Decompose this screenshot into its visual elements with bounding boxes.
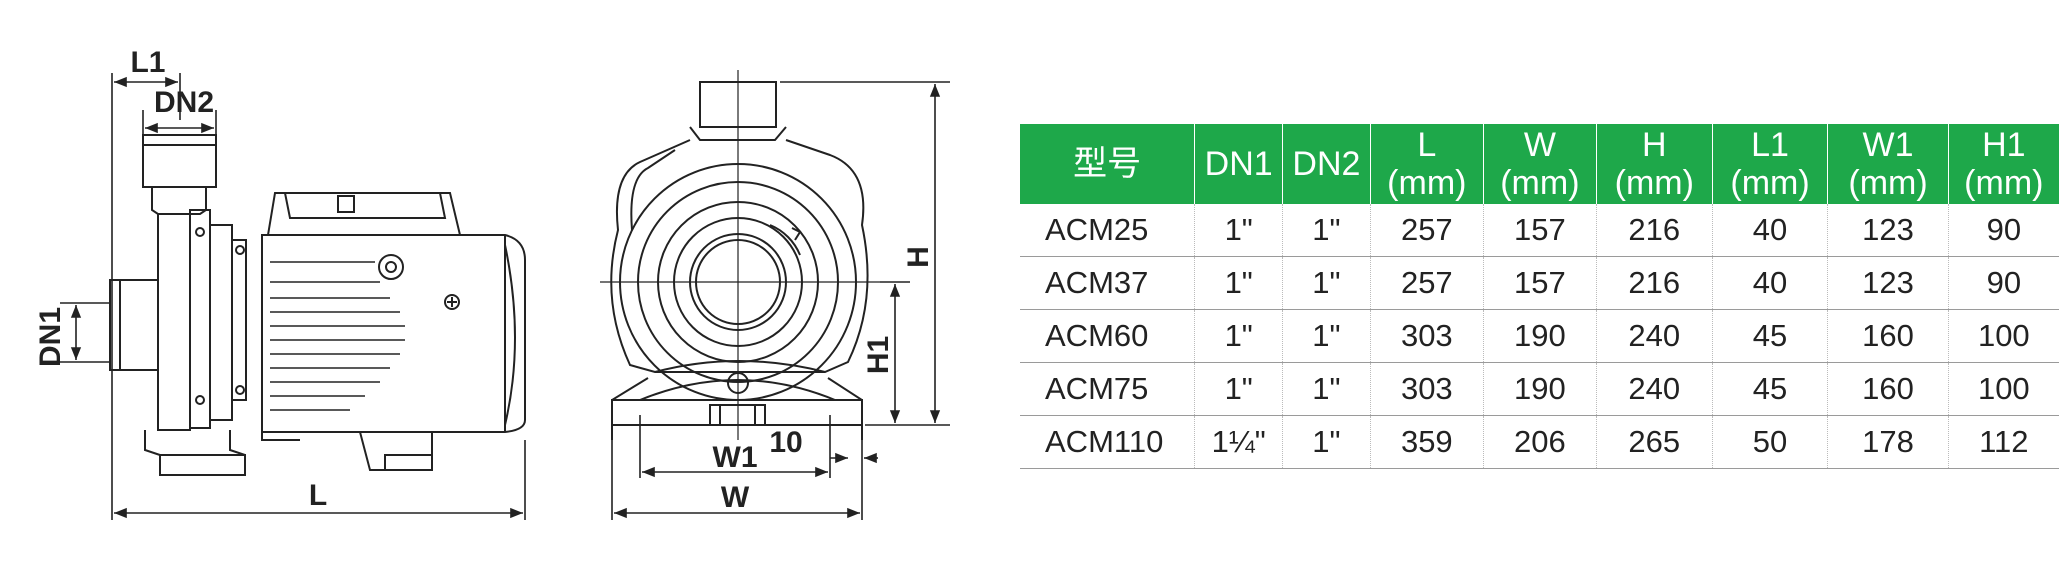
cell-l1: 45 — [1712, 362, 1829, 416]
table-row: ACM110 1¼" 1" 359 206 265 50 178 112 — [1020, 415, 2059, 469]
cell-l: 303 — [1370, 309, 1484, 363]
header-w: W(mm) — [1483, 124, 1597, 204]
cell-l: 257 — [1370, 204, 1484, 257]
cell-dn2: 1" — [1282, 204, 1371, 257]
cell-h1: 100 — [1948, 362, 2059, 416]
cell-l: 303 — [1370, 362, 1484, 416]
dim-label-w: W — [721, 481, 750, 514]
header-l1: L1(mm) — [1712, 124, 1829, 204]
header-dn1: DN1 — [1194, 124, 1284, 204]
cell-h: 216 — [1596, 256, 1713, 310]
pump-front-view — [600, 70, 880, 440]
cell-dn2: 1" — [1282, 362, 1371, 416]
spec-table: 型号 DN1 DN2 L(mm) W(mm) H(mm) L1(mm) W1(m… — [1020, 124, 2059, 469]
cell-model: ACM37 — [1020, 256, 1196, 310]
dim-label-dn1: DN1 — [34, 307, 67, 367]
pump-dimension-drawing: L1 DN2 DN1 L — [34, 46, 950, 520]
cell-h: 216 — [1596, 204, 1713, 257]
cell-l1: 40 — [1712, 256, 1829, 310]
cell-w1: 123 — [1827, 204, 1949, 257]
cell-dn2: 1" — [1282, 415, 1371, 469]
header-w1: W1(mm) — [1827, 124, 1949, 204]
cell-w: 190 — [1483, 362, 1597, 416]
table-row: ACM37 1" 1" 257 157 216 40 123 90 — [1020, 256, 2059, 310]
cell-model: ACM75 — [1020, 362, 1196, 416]
cell-model: ACM110 — [1020, 415, 1196, 469]
dim-label-l: L — [309, 479, 327, 512]
cell-h: 240 — [1596, 362, 1713, 416]
cell-w1: 123 — [1827, 256, 1949, 310]
cell-w: 190 — [1483, 309, 1597, 363]
cell-w: 157 — [1483, 256, 1597, 310]
front-view-dimensions — [611, 81, 950, 520]
cell-model: ACM25 — [1020, 204, 1196, 257]
header-l: L(mm) — [1370, 124, 1484, 204]
cell-l1: 50 — [1712, 415, 1829, 469]
cell-h1: 90 — [1948, 204, 2059, 257]
cell-h1: 90 — [1948, 256, 2059, 310]
table-row: ACM60 1" 1" 303 190 240 45 160 100 — [1020, 309, 2059, 363]
cell-w: 157 — [1483, 204, 1597, 257]
cell-l1: 45 — [1712, 309, 1829, 363]
dim-label-l1: L1 — [130, 46, 165, 79]
header-model: 型号 — [1020, 124, 1196, 204]
pump-side-view — [109, 134, 526, 476]
header-dn2: DN2 — [1282, 124, 1371, 204]
cell-l1: 40 — [1712, 204, 1829, 257]
cell-w1: 160 — [1827, 362, 1949, 416]
dim-label-h: H — [902, 246, 935, 268]
side-view-dimensions — [60, 73, 526, 520]
dim-label-10: 10 — [769, 426, 802, 459]
cell-w: 206 — [1483, 415, 1597, 469]
cell-h: 265 — [1596, 415, 1713, 469]
cell-model: ACM60 — [1020, 309, 1196, 363]
cell-dn2: 1" — [1282, 256, 1371, 310]
cell-h1: 112 — [1948, 415, 2059, 469]
cell-l: 359 — [1370, 415, 1484, 469]
cell-h1: 100 — [1948, 309, 2059, 363]
dim-label-dn2: DN2 — [154, 86, 214, 119]
table-row: ACM25 1" 1" 257 157 216 40 123 90 — [1020, 204, 2059, 257]
cell-dn1: 1" — [1194, 362, 1284, 416]
cell-dn1: 1" — [1194, 204, 1284, 257]
dim-label-h1: H1 — [862, 336, 895, 374]
table-header-row: 型号 DN1 DN2 L(mm) W(mm) H(mm) L1(mm) W1(m… — [1020, 124, 2059, 204]
cell-h: 240 — [1596, 309, 1713, 363]
cell-dn1: 1¼" — [1194, 415, 1284, 469]
cell-dn1: 1" — [1194, 309, 1284, 363]
cell-w1: 178 — [1827, 415, 1949, 469]
cell-dn1: 1" — [1194, 256, 1284, 310]
cell-w1: 160 — [1827, 309, 1949, 363]
cell-dn2: 1" — [1282, 309, 1371, 363]
header-h: H(mm) — [1596, 124, 1713, 204]
cell-l: 257 — [1370, 256, 1484, 310]
header-h1: H1(mm) — [1948, 124, 2059, 204]
table-row: ACM75 1" 1" 303 190 240 45 160 100 — [1020, 362, 2059, 416]
dim-label-w1: W1 — [713, 441, 758, 474]
